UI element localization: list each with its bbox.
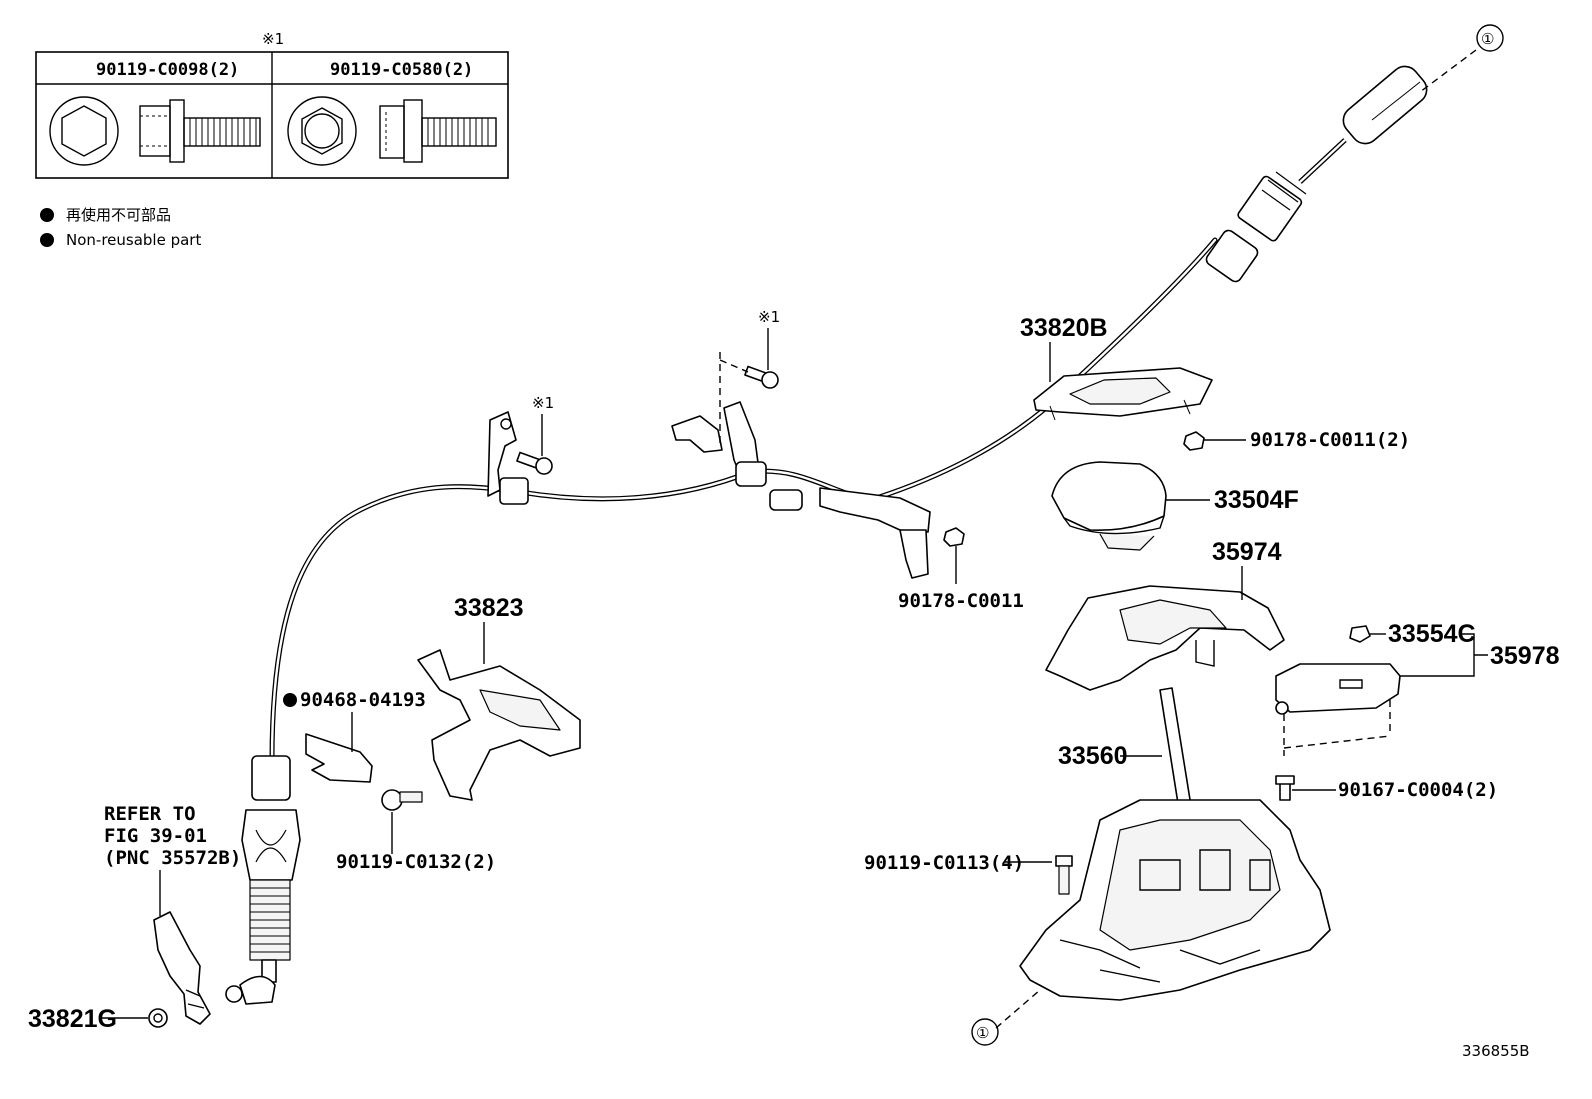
part-90468-04193-clip: 90468-04193 [283,689,426,783]
bolt-ref-1-left: ※1 [516,394,554,475]
label-33820B: 33820B [1020,314,1108,342]
flange-bolt-top-view-icon [287,96,357,166]
non-reusable-dot-icon [283,693,297,707]
hex-bolt-top-view-icon [49,96,119,166]
legend-en: Non-reusable part [66,231,201,249]
table-header-right: 90119-C0580(2) [330,60,473,80]
ref-mark-left: ※1 [532,394,554,412]
hex-bolt-side-view-icon [139,99,261,163]
table-ref-mark: ※1 [262,30,284,48]
part-33820B-plate: 33820B [1020,314,1213,421]
label-33823: 33823 [454,594,524,622]
figure-id: 336855B [1462,1042,1530,1060]
callout-1-lower: ① [971,1018,999,1046]
cable-bracket-middle [671,401,803,511]
flange-bolt-side-view-icon [379,99,497,163]
part-33504F-knob: 33504F [1051,461,1299,551]
connection-line-lower [995,989,1041,1029]
linkage-arm [153,911,211,1025]
cable-bracket-right [819,487,931,579]
label-90167-C0004-2: 90167-C0004(2) [1338,779,1498,801]
part-33554C-clip: 33554C [1349,620,1476,648]
label-33560: 33560 [1058,742,1128,770]
table-header-left: 90119-C0098(2) [96,60,239,80]
cable-lower-end [225,755,301,1005]
part-90178-C0011-nut: 90178-C0011 [898,527,1024,612]
label-90178-C0011-2: 90178-C0011(2) [1250,429,1410,451]
label-35974: 35974 [1212,538,1282,566]
non-reusable-dot-icon [40,208,54,222]
bolt-ref-1-middle: ※1 [719,308,780,444]
label-90119-C0113-4: 90119-C0113(4) [864,852,1024,874]
svg-text:①: ① [1481,30,1494,48]
part-90178-C0011-2-nut: 90178-C0011(2) [1183,429,1410,451]
label-90468-04193: 90468-04193 [300,689,426,711]
label-35978: 35978 [1490,642,1560,670]
cable-upper-end [1205,65,1428,283]
label-33554C: 33554C [1388,620,1476,648]
svg-text:①: ① [976,1024,989,1042]
cable-bracket-left [487,411,529,505]
label-33821G: 33821G [28,1005,117,1033]
label-33504F: 33504F [1214,486,1299,514]
refer-note: REFER TO FIG 39-01 (PNC 35572B) [104,803,241,916]
label-90178-C0011: 90178-C0011 [898,590,1024,612]
part-90167-C0004-2-screw: 90167-C0004(2) [1275,775,1498,801]
connection-line-upper [1419,49,1477,93]
part-90119-C0113-4-bolt: 90119-C0113(4) [864,852,1073,895]
callout-1-upper: ① [1476,24,1504,52]
refer-note-line-2: FIG 39-01 [104,825,207,847]
refer-note-line-1: REFER TO [104,803,196,825]
label-90119-C0132-2: 90119-C0132(2) [336,851,496,873]
part-33823-bracket: 33823 [417,594,581,801]
legend: 再使用不可部品 Non-reusable part [40,206,201,249]
part-90119-C0132-2-bolt: 90119-C0132(2) [336,789,496,873]
refer-note-line-3: (PNC 35572B) [104,847,241,869]
part-35978-sensor: 35978 [1275,633,1560,756]
non-reusable-dot-icon [40,233,54,247]
ref-mark-middle: ※1 [758,308,780,326]
part-35974-housing: 35974 [1045,538,1285,691]
bolt-reference-table: ※1 90119-C0098(2) 90119-C0580(2) [35,30,509,179]
legend-jp: 再使用不可部品 [66,206,171,224]
part-33560-shift-lever: 33560 [1019,687,1331,1001]
part-33821G-nut: 33821G [28,1005,168,1033]
